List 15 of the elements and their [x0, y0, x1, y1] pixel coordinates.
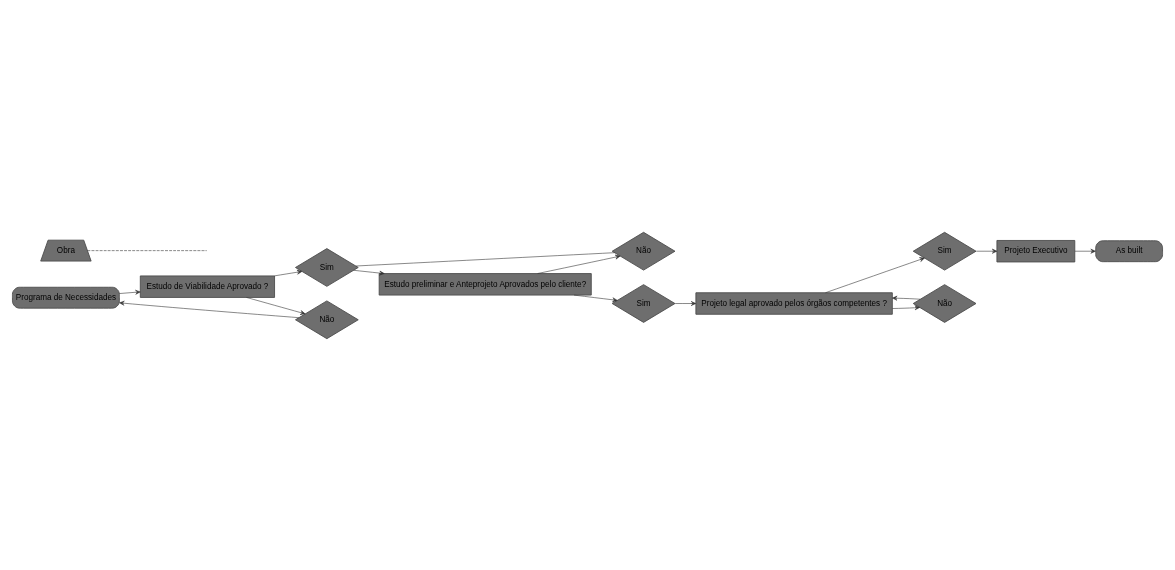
- connector: [355, 251, 615, 266]
- arrow: [274, 269, 303, 276]
- arrow: [353, 269, 385, 275]
- arrow: [892, 295, 921, 301]
- arrow: [1074, 248, 1096, 254]
- arrow: [674, 300, 697, 306]
- arrow: [119, 300, 300, 318]
- arrow: [537, 254, 621, 274]
- arrow: [975, 248, 998, 254]
- arrow: [119, 289, 141, 295]
- connector: [87, 249, 208, 251]
- arrow: [825, 256, 925, 293]
- arrow: [246, 296, 306, 315]
- arrow: [892, 304, 920, 310]
- arrow: [573, 294, 618, 302]
